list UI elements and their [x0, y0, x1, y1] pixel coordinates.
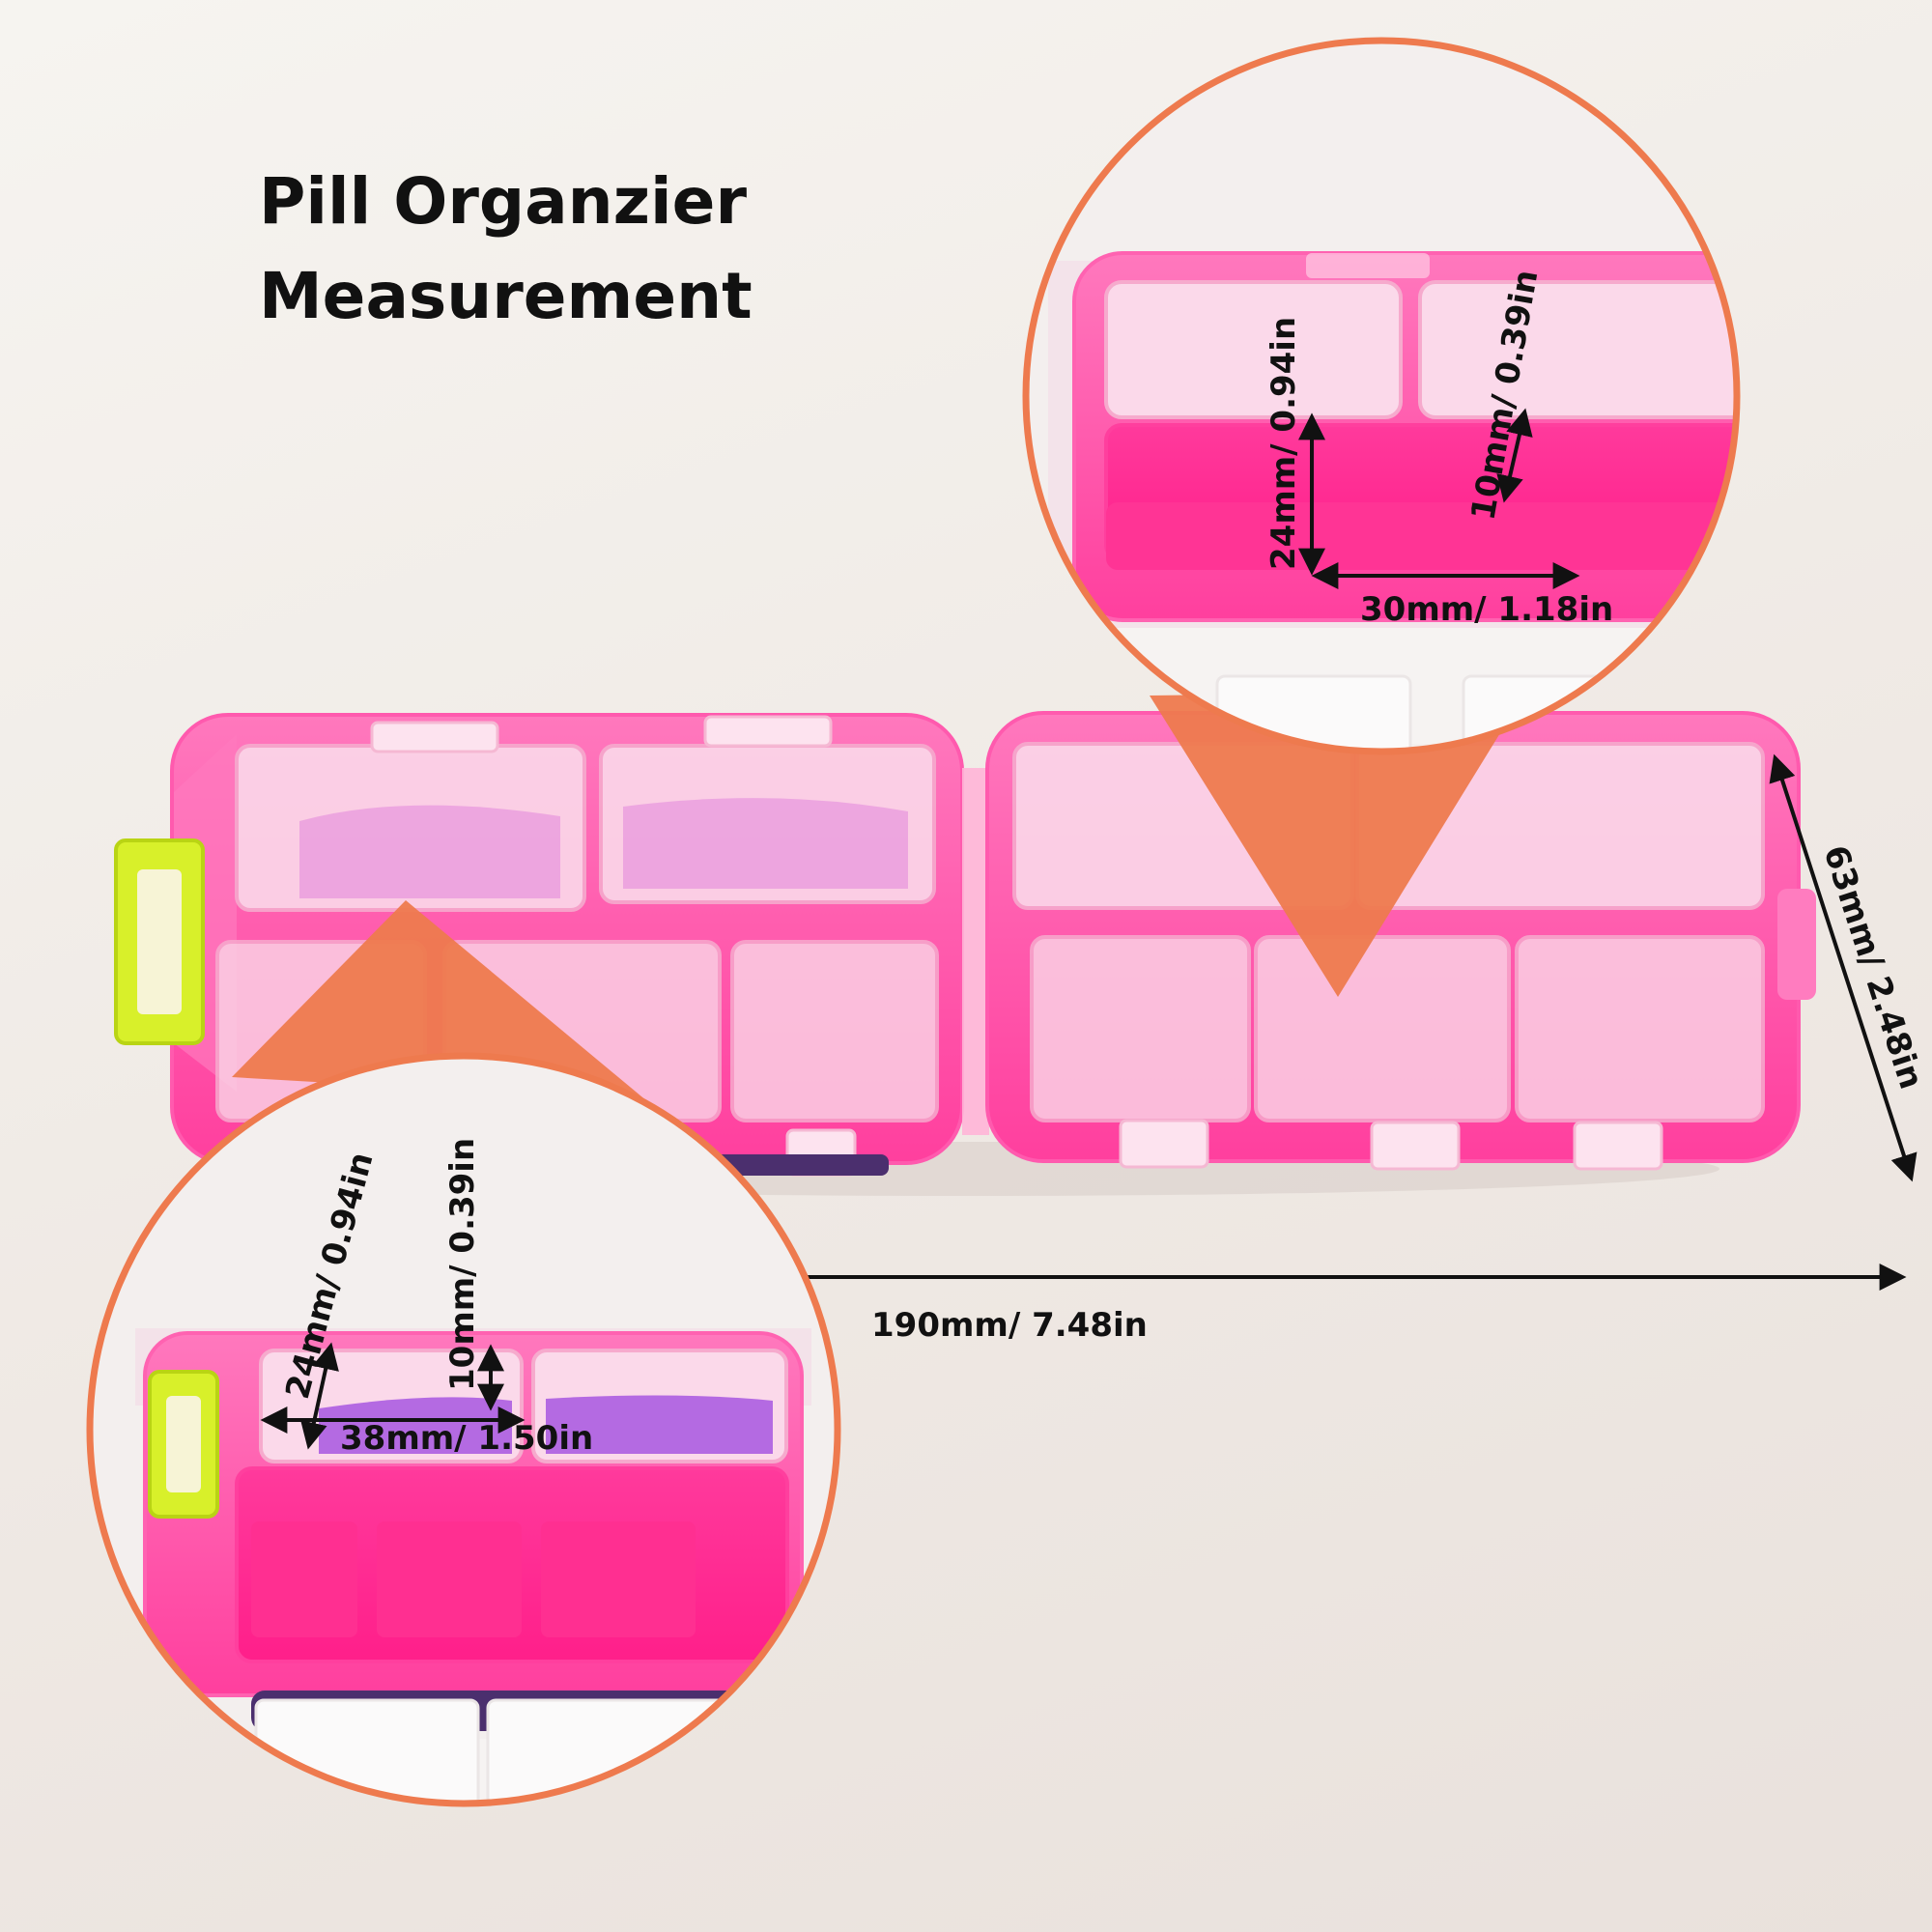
title-line-2: Measurement — [259, 259, 753, 333]
latch — [114, 838, 205, 1045]
bottom-length-label: 38mm/ 1.50in — [340, 1419, 593, 1458]
length-label: 190mm/ 7.48in — [871, 1306, 1148, 1345]
zoom-callout-bottom: 24mm/ 0.94in 10mm/ 0.39in 38mm/ 1.50in — [86, 900, 841, 1807]
page-title: Pill Organzier Measurement — [259, 155, 753, 344]
top-height-label: 24mm/ 0.94in — [1264, 317, 1303, 570]
length-dimension: 190mm/ 7.48in — [802, 1264, 1907, 1345]
zoom-callout-top: 24mm/ 0.94in 10mm/ 0.39in 30mm/ 1.18in — [1022, 37, 1741, 997]
title-line-1: Pill Organzier — [259, 164, 747, 239]
bottom-depth-label: 10mm/ 0.39in — [443, 1138, 482, 1391]
organizer-right-half — [985, 711, 1816, 1171]
top-length-label: 30mm/ 1.18in — [1360, 590, 1613, 629]
